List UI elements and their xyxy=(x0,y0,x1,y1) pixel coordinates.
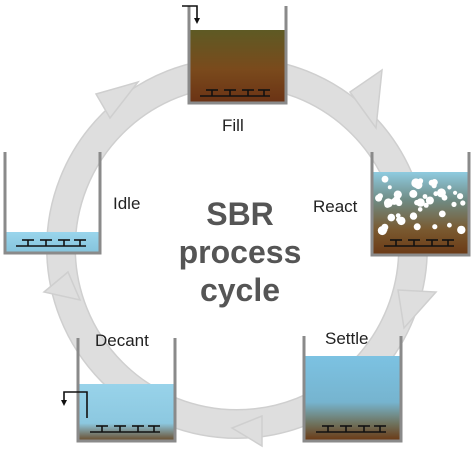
air-bubble xyxy=(381,175,389,183)
air-bubble xyxy=(387,213,396,222)
air-bubble xyxy=(425,196,434,205)
arrow-decant-to-idle xyxy=(42,270,82,302)
diffuser-icon xyxy=(384,239,454,247)
air-bubble xyxy=(460,200,466,206)
air-bubble xyxy=(416,198,425,207)
air-bubble xyxy=(413,223,421,231)
tank-react xyxy=(370,152,471,257)
air-bubble xyxy=(447,185,452,190)
stage-label-react: React xyxy=(313,197,358,216)
air-bubble xyxy=(417,178,423,185)
cycle-arrows xyxy=(42,68,438,448)
air-bubble xyxy=(395,213,401,219)
title-line-2: process xyxy=(178,234,302,270)
outflow-pipe-icon xyxy=(63,391,88,418)
stage-label-idle: Idle xyxy=(113,194,141,213)
air-bubble xyxy=(457,193,464,200)
tank-settle xyxy=(302,336,403,443)
diagram-title: SBR process cycle xyxy=(160,195,320,309)
stage-label-settle: Settle xyxy=(325,329,369,348)
stage-label-fill: Fill xyxy=(222,116,244,135)
arrow-react-to-settle xyxy=(397,289,438,330)
air-bubble xyxy=(447,222,452,228)
title-line-3: cycle xyxy=(199,272,281,308)
air-bubble xyxy=(423,202,429,208)
air-bubble xyxy=(397,216,406,226)
inflow-pipe-icon xyxy=(182,5,198,20)
tank-decant xyxy=(61,338,177,443)
air-bubble xyxy=(393,190,402,199)
tank-fill xyxy=(182,5,288,105)
air-bubble xyxy=(409,189,418,198)
air-bubble xyxy=(422,194,428,199)
air-bubble xyxy=(417,207,423,212)
title-line-1: SBR xyxy=(206,196,274,232)
stage-label-decant: Decant xyxy=(95,331,149,350)
air-bubble xyxy=(453,190,458,195)
air-bubble xyxy=(382,227,388,233)
diffuser-icon xyxy=(200,89,270,97)
diffuser-icon xyxy=(16,239,86,247)
diffuser-icon xyxy=(90,425,160,433)
tank-idle xyxy=(3,152,102,255)
air-bubble xyxy=(375,194,383,202)
arrow-idle-to-fill xyxy=(94,80,141,120)
arrow-fill-to-react xyxy=(348,68,383,131)
air-bubble xyxy=(409,212,418,220)
air-bubble xyxy=(436,188,446,198)
air-bubble xyxy=(387,185,392,190)
air-bubble xyxy=(457,225,466,235)
air-bubble xyxy=(384,201,391,208)
diffuser-icon xyxy=(316,425,386,433)
air-bubble xyxy=(414,199,420,206)
air-bubble xyxy=(438,210,446,218)
air-bubble xyxy=(432,224,438,230)
arrow-settle-to-decant xyxy=(230,414,263,448)
air-bubble xyxy=(451,201,457,207)
air-bubbles xyxy=(375,175,466,236)
air-bubble xyxy=(428,179,435,186)
